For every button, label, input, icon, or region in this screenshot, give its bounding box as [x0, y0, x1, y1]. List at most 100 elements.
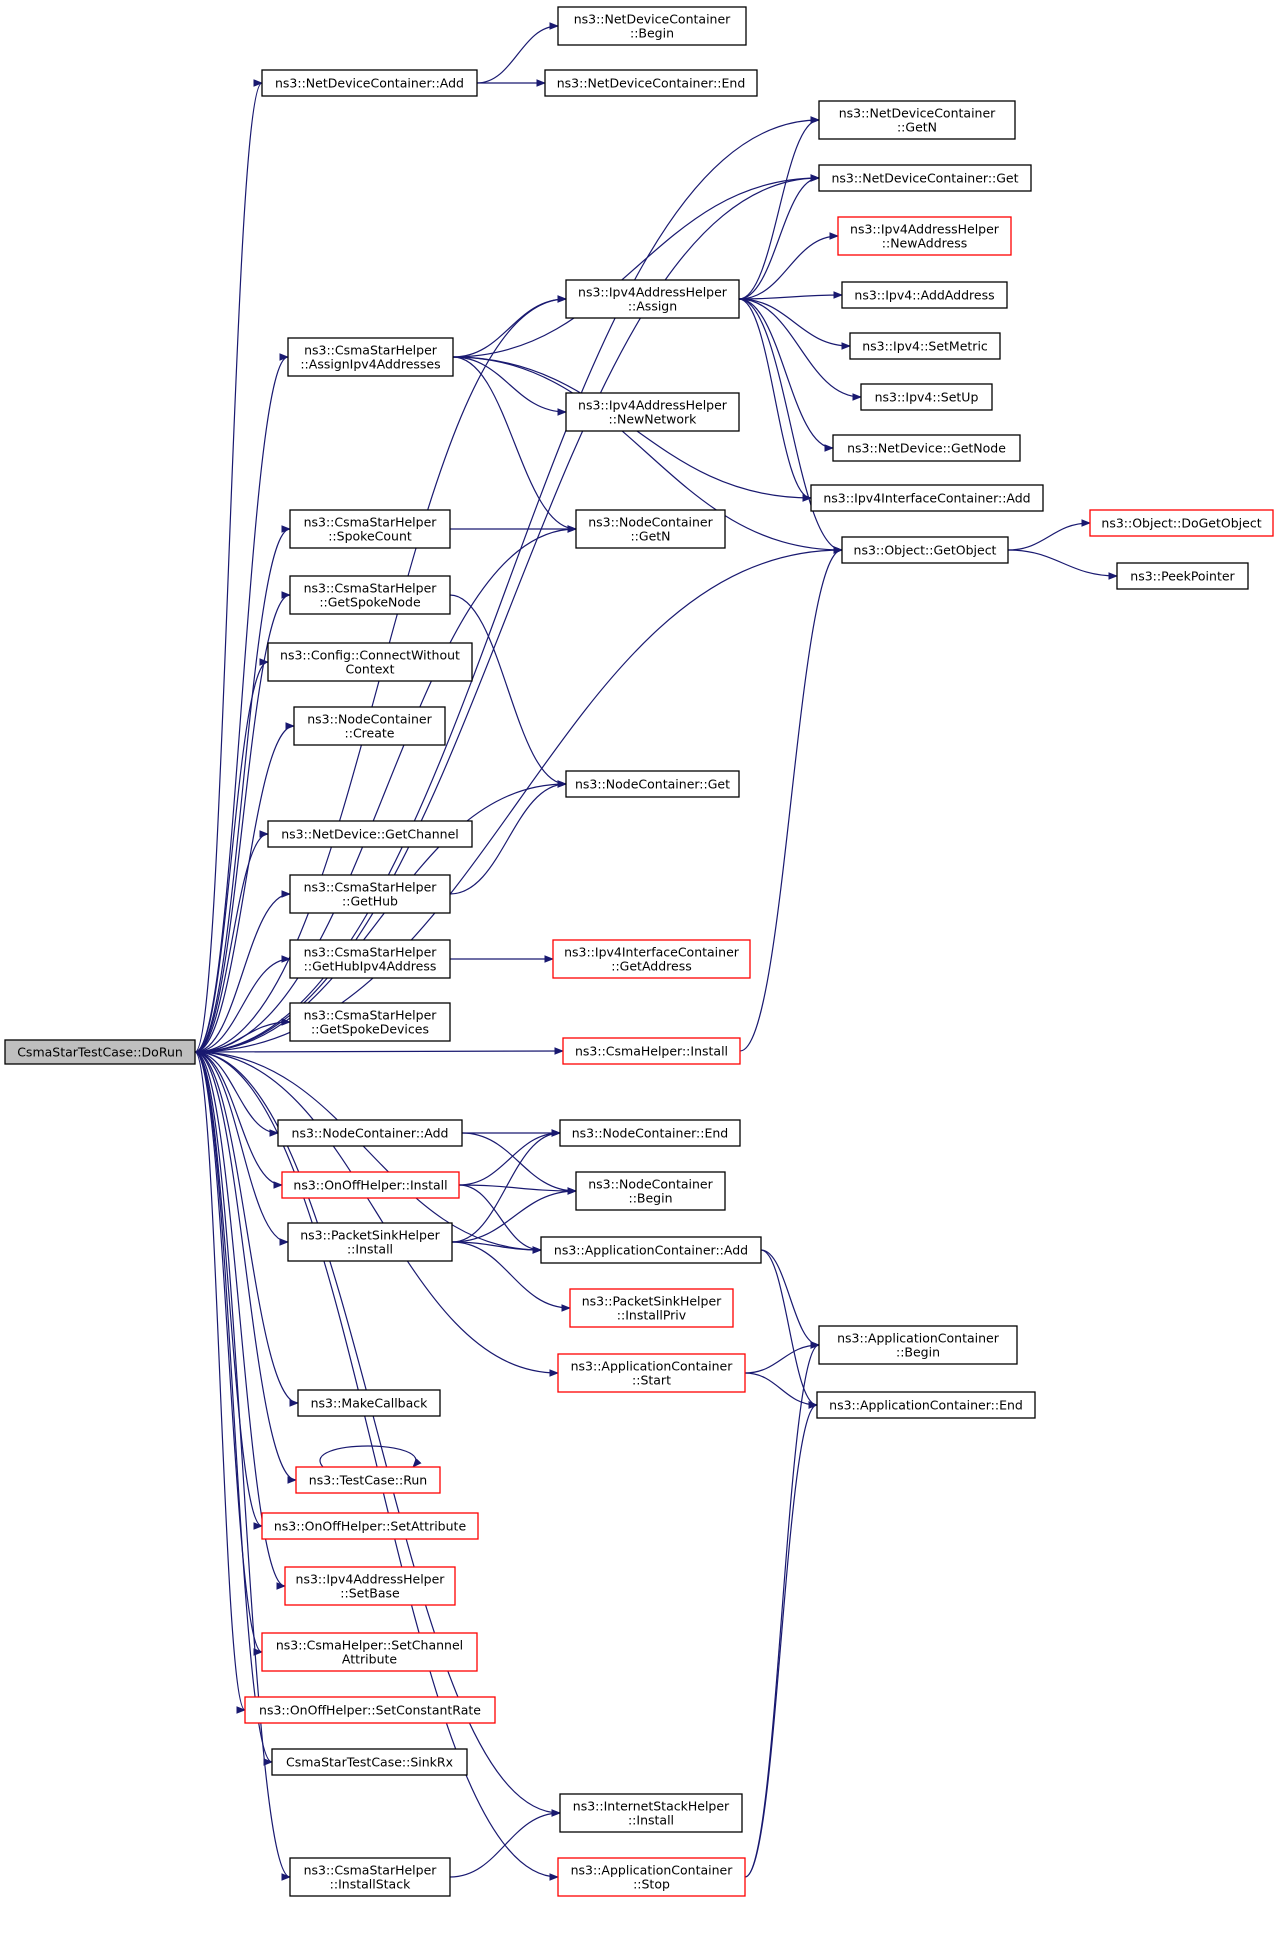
- edge-root-to-onoff_setrate: [194, 1051, 246, 1714]
- node-nc_add: ns3::NodeContainer::Add: [277, 1119, 463, 1147]
- edge-csh_getspokenode-to-nc_get: [449, 594, 567, 788]
- node-box: [293, 706, 446, 746]
- node-label: ::GetN: [630, 529, 670, 544]
- node-box: [565, 279, 740, 319]
- edge-csh_assign-to-ndc_get: [452, 174, 820, 358]
- edge-ipv4ah_assign-to-nd_getnode: [738, 298, 834, 452]
- node-box: [849, 332, 1001, 360]
- node-label: ns3::CsmaHelper::Install: [575, 1044, 728, 1059]
- node-box: [565, 770, 740, 798]
- edge-root-to-cfg_connect: [194, 658, 269, 1053]
- node-onoff_setattr[interactable]: ns3::OnOffHelper::SetAttribute: [261, 1512, 479, 1540]
- edge-root-to-nc_create: [194, 722, 295, 1053]
- node-label: ::Begin: [630, 26, 674, 41]
- node-csh_spokecount: ns3::CsmaStarHelper::SpokeCount: [289, 509, 451, 549]
- node-label: ns3::NetDeviceContainer::Get: [831, 171, 1018, 186]
- node-label: ::GetSpokeDevices: [311, 1022, 429, 1037]
- node-label: ns3::ApplicationContainer: [571, 1863, 734, 1878]
- node-onoff_install[interactable]: ns3::OnOffHelper::Install: [281, 1171, 460, 1199]
- edge-onoff_install-to-nc_end: [458, 1129, 561, 1186]
- node-box: [289, 1002, 451, 1042]
- edge-root-to-csh_spokecount: [194, 525, 291, 1053]
- edge-csh_installstack-to-ish_install: [449, 1809, 561, 1878]
- node-label: ::GetN: [897, 120, 937, 135]
- node-label: ::SpokeCount: [328, 529, 412, 544]
- node-label: ns3::InternetStackHelper: [573, 1799, 730, 1814]
- node-box: [557, 6, 747, 46]
- node-ipv4_setup: ns3::Ipv4::SetUp: [860, 383, 993, 411]
- edge-ndc_add-to-ndc_begin: [476, 22, 559, 84]
- edge-root-to-testcase_run: [194, 1051, 297, 1484]
- node-ipv4ic_getaddr[interactable]: ns3::Ipv4InterfaceContainer::GetAddress: [552, 939, 751, 979]
- node-box: [552, 939, 751, 979]
- node-psh_installpriv[interactable]: ns3::PacketSinkHelper::InstallPriv: [569, 1288, 734, 1328]
- node-box: [287, 337, 454, 377]
- node-csh_gethub: ns3::CsmaStarHelper::GetHub: [289, 874, 451, 914]
- node-ac_add: ns3::ApplicationContainer::Add: [540, 1236, 762, 1264]
- node-label: ns3::OnOffHelper::SetAttribute: [274, 1519, 467, 1534]
- edge-root-to-ndc_getn: [194, 116, 820, 1053]
- node-label: ::InstallPriv: [617, 1308, 687, 1323]
- node-label: ::InstallStack: [330, 1877, 411, 1892]
- edge-csh_assign-to-nc_getn: [452, 356, 577, 533]
- node-label: ns3::ApplicationContainer::End: [829, 1398, 1023, 1413]
- edge-root-to-psh_install: [194, 1051, 289, 1246]
- node-label: ::AssignIpv4Addresses: [300, 357, 440, 372]
- node-label: ns3::PacketSinkHelper: [300, 1228, 440, 1243]
- node-label: ns3::Ipv4InterfaceContainer: [564, 945, 740, 960]
- edge-root-to-ipv4ah_setbase: [194, 1051, 286, 1590]
- edge-ipv4ah_assign-to-ndc_getn: [738, 116, 820, 300]
- node-label: ns3::Ipv4AddressHelper: [578, 285, 728, 300]
- edge-testcase_run-to-testcase_run: [319, 1445, 422, 1468]
- node-csh_installstack: ns3::CsmaStarHelper::InstallStack: [289, 1857, 451, 1897]
- node-onoff_setrate[interactable]: ns3::OnOffHelper::SetConstantRate: [244, 1696, 496, 1724]
- edge-ac_stop-to-ac_begin: [744, 1341, 820, 1878]
- node-ac_start[interactable]: ns3::ApplicationContainer::Start: [557, 1353, 746, 1393]
- node-box: [244, 1696, 496, 1724]
- node-label: ns3::NodeContainer: [588, 515, 713, 530]
- node-ipv4ah_newaddr[interactable]: ns3::Ipv4AddressHelper::NewAddress: [837, 216, 1012, 256]
- node-ndc_get: ns3::NetDeviceContainer::Get: [818, 164, 1032, 192]
- node-testcase_run[interactable]: ns3::TestCase::Run: [295, 1466, 441, 1494]
- edge-ac_start-to-ac_begin: [744, 1341, 820, 1374]
- node-ac_stop[interactable]: ns3::ApplicationContainer::Stop: [557, 1857, 746, 1897]
- edge-csmah_install-to-obj_getobj: [739, 546, 843, 1052]
- node-label: ns3::Config::ConnectWithout: [280, 648, 460, 663]
- node-label: ns3::NetDevice::GetChannel: [281, 827, 459, 842]
- node-nc_get: ns3::NodeContainer::Get: [565, 770, 740, 798]
- node-csh_getspokedev: ns3::CsmaStarHelper::GetSpokeDevices: [289, 1002, 451, 1042]
- node-label: ns3::NetDevice::GetNode: [847, 441, 1006, 456]
- node-box: [295, 1466, 441, 1494]
- node-label: ns3::Ipv4::SetMetric: [862, 339, 988, 354]
- node-box: [565, 392, 740, 432]
- edge-root-to-nc_getn: [194, 525, 577, 1053]
- node-ipv4_addaddr: ns3::Ipv4::AddAddress: [841, 281, 1008, 309]
- node-label: CsmaStarTestCase::DoRun: [17, 1045, 183, 1060]
- node-csmah_install[interactable]: ns3::CsmaHelper::Install: [562, 1037, 741, 1065]
- node-ipv4ic_add: ns3::Ipv4InterfaceContainer::Add: [810, 484, 1044, 512]
- node-label: ns3::NetDeviceContainer: [839, 106, 996, 121]
- node-label: ns3::NetDeviceContainer::End: [557, 76, 746, 91]
- edge-ac_start-to-ac_end: [744, 1372, 818, 1409]
- node-box: [289, 1857, 451, 1897]
- node-sinkrx: CsmaStarTestCase::SinkRx: [271, 1748, 468, 1776]
- node-box: [818, 1325, 1018, 1365]
- node-box: [281, 1171, 460, 1199]
- edge-psh_install-to-psh_installpriv: [451, 1241, 571, 1312]
- node-label: ns3::NodeContainer: [307, 712, 432, 727]
- node-box: [284, 1566, 456, 1606]
- edge-onoff_install-to-ac_add: [458, 1184, 542, 1254]
- node-ndc_end: ns3::NetDeviceContainer::End: [544, 69, 758, 97]
- node-ipv4ah_setbase[interactable]: ns3::Ipv4AddressHelper::SetBase: [284, 1566, 456, 1606]
- node-label: ns3::NodeContainer: [588, 1177, 713, 1192]
- edge-obj_getobj-to-peekpointer: [1007, 549, 1118, 580]
- node-label: ::Install: [347, 1242, 393, 1257]
- node-obj_dogetobj[interactable]: ns3::Object::DoGetObject: [1089, 509, 1274, 537]
- nodes-layer: CsmaStarTestCase::DoRun ns3::NetDeviceCon…: [4, 6, 1274, 1897]
- edge-ipv4ah_assign-to-ipv4_setup: [738, 298, 862, 401]
- node-label: ns3::CsmaStarHelper: [304, 343, 438, 358]
- edge-nc_add-to-nc_begin: [461, 1132, 577, 1195]
- node-peekpointer: ns3::PeekPointer: [1116, 562, 1249, 590]
